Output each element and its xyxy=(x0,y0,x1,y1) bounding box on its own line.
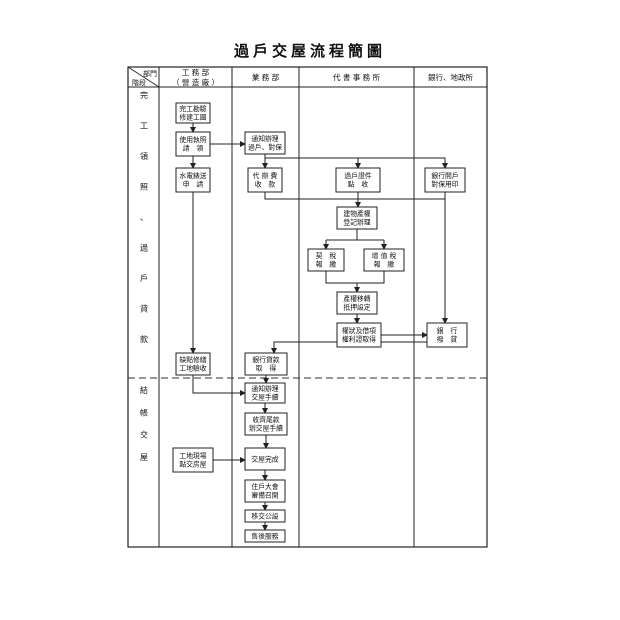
process-box-4-line-2: 過戶、對保 xyxy=(248,143,282,152)
process-box-16 xyxy=(244,382,286,404)
process-box-1-line-1: 完工勘驗 xyxy=(179,104,206,113)
process-box-6-line-1: 過戶證件 xyxy=(344,171,371,180)
process-box-20-line-2: 審備召開 xyxy=(251,491,278,500)
process-box-3-line-2: 申 請 xyxy=(183,180,204,189)
process-box-22 xyxy=(244,529,286,543)
column-header-3-line-1: 代 書 事 務 所 xyxy=(333,72,381,82)
process-box-20 xyxy=(244,479,286,503)
stage-1-char-4: 照 xyxy=(140,183,148,192)
process-box-2 xyxy=(175,131,211,157)
process-box-11 xyxy=(336,291,378,315)
process-box-20-line-1: 住戶大會 xyxy=(251,482,278,491)
stage-2-char-3: 交 xyxy=(140,430,148,440)
process-box-16-line-2: 交屋手續 xyxy=(251,393,278,402)
process-box-6 xyxy=(335,167,381,193)
flow-arrow-8 xyxy=(264,192,446,200)
process-box-21 xyxy=(244,509,286,523)
process-box-12-line-1: 權狀及借項 xyxy=(342,326,376,335)
process-box-18-line-1: 工地現場 xyxy=(179,451,206,460)
process-box-17-line-2: 辦交屋手續 xyxy=(249,424,283,433)
process-box-11-line-2: 抵押設定 xyxy=(343,303,370,312)
process-box-13-line-1: 銀 行 xyxy=(437,326,458,335)
stage-2-char-1: 結 xyxy=(140,385,148,395)
stage-1-char-7: 戶 xyxy=(140,273,148,283)
process-box-13 xyxy=(426,322,468,348)
process-box-7 xyxy=(424,167,466,193)
process-box-1 xyxy=(175,102,211,124)
process-box-5-line-1: 代 辦 費 xyxy=(253,171,278,180)
header-stage-label: 階段 xyxy=(132,78,146,87)
process-box-3-line-1: 水電錶送 xyxy=(179,171,206,180)
process-box-2-line-2: 請 領 xyxy=(183,144,204,153)
stage-1-char-1: 完 xyxy=(140,90,148,100)
flow-arrow-14 xyxy=(325,271,385,284)
process-box-8 xyxy=(336,206,378,230)
process-box-10-line-2: 報 繳 xyxy=(374,260,395,269)
process-box-12-line-2: 權利證取得 xyxy=(342,335,376,344)
process-box-17-line-1: 收齊尾款 xyxy=(252,415,279,424)
process-box-14 xyxy=(175,352,211,376)
process-box-15-line-2: 取 得 xyxy=(256,364,277,373)
process-box-11-line-1: 產權移轉 xyxy=(343,294,370,303)
stage-1-char-8: 貸 xyxy=(140,304,148,314)
page-title: 過戶交屋流程簡圖 xyxy=(233,42,386,60)
process-box-8-line-1: 建物產權 xyxy=(343,209,370,218)
stage-2-char-4: 屋 xyxy=(140,453,148,462)
table-border xyxy=(127,66,488,548)
process-box-17 xyxy=(244,412,288,436)
process-box-14-line-1: 缺點修繕 xyxy=(179,355,206,364)
header-diagonal xyxy=(127,66,160,88)
process-box-4-line-1: 通知辦理 xyxy=(251,134,278,143)
process-box-8-line-2: 登記辦理 xyxy=(343,218,370,227)
process-box-1-line-2: 修建工圖 xyxy=(179,113,206,122)
stage-1-char-2: 工 xyxy=(140,122,148,131)
process-box-6-line-2: 點 收 xyxy=(348,180,369,189)
process-box-10-line-1: 增 值 稅 xyxy=(372,251,397,260)
process-box-5-line-2: 收 款 xyxy=(255,180,276,189)
process-box-2-line-1: 使用執照 xyxy=(179,135,206,144)
process-box-13-line-2: 撥 貸 xyxy=(437,335,458,344)
process-box-15-line-1: 銀行貸款 xyxy=(252,355,279,364)
process-box-9-line-2: 報 繳 xyxy=(316,260,337,269)
stage-1-char-9: 款 xyxy=(140,334,148,344)
column-header-4-line-1: 銀行、地政所 xyxy=(428,72,473,82)
process-box-3 xyxy=(175,167,211,193)
process-box-9 xyxy=(307,248,345,272)
process-box-21-line-1: 移交公設 xyxy=(251,511,278,520)
process-box-15 xyxy=(244,352,288,376)
process-box-14-line-2: 工地驗收 xyxy=(179,364,206,373)
process-box-4 xyxy=(244,131,286,155)
process-box-19-line-1: 交屋完成 xyxy=(251,454,278,463)
process-box-7-line-1: 銀行開戶 xyxy=(431,171,458,180)
header-dept-label: 部門 xyxy=(143,69,157,78)
process-box-7-line-2: 對保用印 xyxy=(431,180,458,189)
stage-2-char-2: 帳 xyxy=(140,407,148,417)
process-box-12 xyxy=(336,322,382,348)
process-box-5 xyxy=(247,167,283,193)
flow-arrow-21 xyxy=(192,375,246,396)
process-box-19 xyxy=(244,447,286,471)
process-box-22-line-1: 售後服務 xyxy=(251,531,278,540)
stage-1-char-6: 過 xyxy=(140,243,148,253)
process-box-16-line-1: 通知辦理 xyxy=(251,384,278,393)
column-header-1-line-2: （ 營 造 廠 ） xyxy=(172,77,219,87)
stage-1-char-3: 領 xyxy=(140,151,148,161)
process-box-18-line-2: 點交房屋 xyxy=(179,460,206,469)
process-box-9-line-1: 契 稅 xyxy=(316,251,337,260)
flow-arrow-5 xyxy=(264,154,448,169)
process-box-10 xyxy=(363,248,405,272)
stage-1-char-5: 、 xyxy=(140,213,148,222)
column-header-2-line-1: 業 務 部 xyxy=(252,72,280,82)
column-header-1-line-1: 工 務 部 xyxy=(182,67,210,77)
process-box-18 xyxy=(172,447,214,473)
